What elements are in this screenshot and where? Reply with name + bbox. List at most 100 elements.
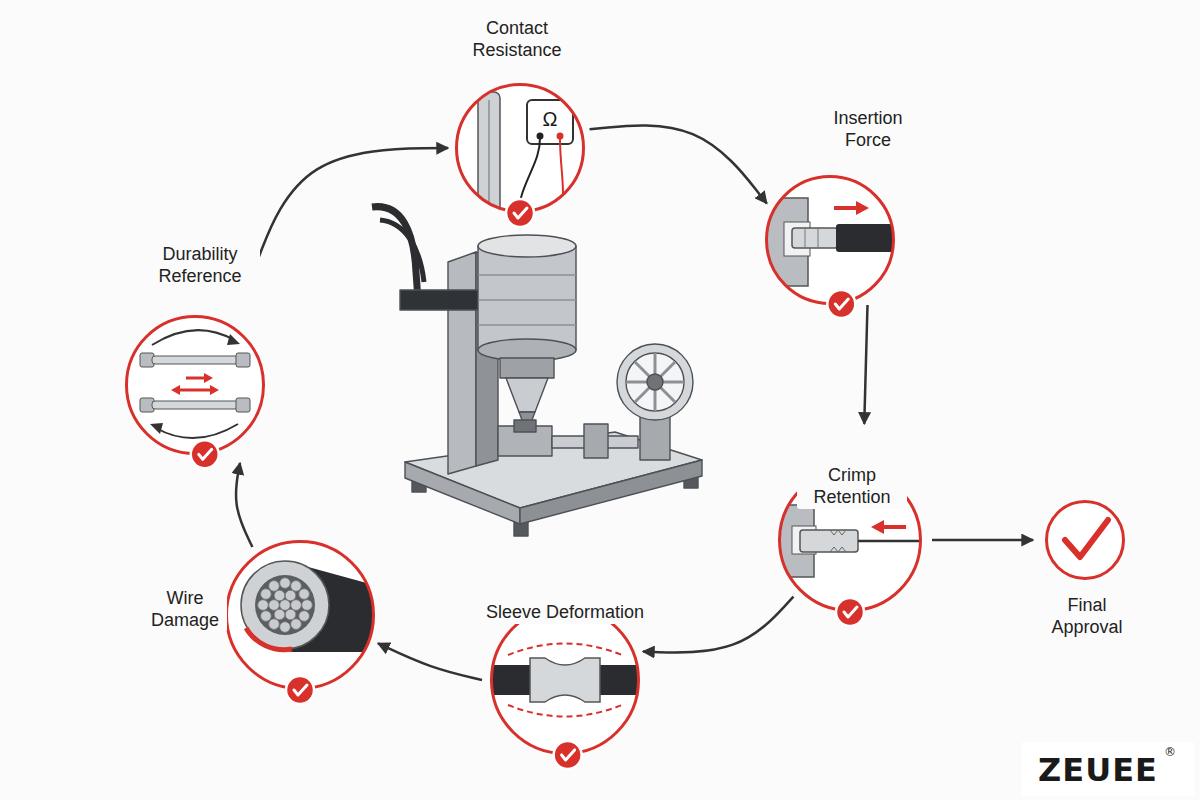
wire-section-icon bbox=[274, 590, 285, 601]
resistance-icon bbox=[488, 100, 490, 215]
test-circle: Durability Reference bbox=[125, 315, 265, 455]
test-machine bbox=[400, 290, 484, 310]
wire-section-icon bbox=[280, 578, 291, 589]
test-circle: Final Approval bbox=[1045, 500, 1125, 580]
step-heading: Sleeve Deformation bbox=[450, 602, 680, 624]
ring-outline bbox=[227, 542, 374, 689]
test-circle: Contact Resistance bbox=[455, 83, 585, 213]
durability-icon bbox=[171, 385, 180, 395]
circle-ground bbox=[125, 83, 1125, 755]
check-badge bbox=[554, 741, 582, 769]
check-badge bbox=[286, 676, 314, 704]
durability-icon bbox=[210, 385, 219, 395]
test-machine bbox=[405, 462, 520, 524]
wire-section-icon bbox=[255, 575, 315, 635]
flow-arrow bbox=[864, 305, 867, 424]
step-heading: Durability Reference bbox=[140, 244, 260, 288]
check-badge bbox=[836, 598, 864, 626]
retention-icon bbox=[871, 520, 884, 534]
ring-outline bbox=[490, 605, 640, 755]
flow-arrow bbox=[932, 539, 1033, 542]
ring-outline bbox=[225, 540, 375, 690]
resistance-icon bbox=[537, 133, 544, 140]
check-mark bbox=[844, 607, 857, 617]
test-circle: Insertion Force bbox=[765, 175, 895, 305]
durability-icon bbox=[152, 401, 238, 409]
insertion-icon bbox=[834, 206, 858, 210]
wire-section-icon bbox=[299, 611, 310, 622]
test-machine bbox=[626, 353, 684, 411]
test-circle: Crimp Retention bbox=[778, 468, 922, 612]
check-badge bbox=[286, 676, 314, 704]
check-badge bbox=[827, 290, 855, 318]
wire-section-icon bbox=[285, 590, 296, 601]
durability-icon bbox=[236, 398, 250, 412]
trademark-mark: ® bbox=[1164, 745, 1176, 759]
retention-icon bbox=[770, 505, 930, 577]
durability-icon bbox=[227, 334, 240, 345]
step-label: Insertion Force bbox=[813, 108, 923, 152]
wire-section-icon bbox=[291, 619, 302, 630]
check-badge bbox=[191, 440, 219, 468]
unit-symbol: Ω bbox=[543, 108, 558, 130]
step-heading: Final Approval bbox=[1032, 595, 1142, 639]
retention-icon bbox=[882, 525, 906, 529]
check-mark bbox=[294, 685, 307, 695]
ring-outline bbox=[457, 85, 584, 212]
wire-section-icon bbox=[241, 561, 329, 649]
insertion-icon bbox=[818, 228, 819, 248]
sleeve-icon bbox=[530, 658, 600, 702]
flow-arrow bbox=[643, 597, 793, 653]
durability-icon bbox=[150, 423, 163, 434]
step-label: Contact Resistance bbox=[457, 18, 577, 62]
unit-symbol: Ω bbox=[543, 108, 558, 131]
wire-section-icon bbox=[274, 609, 285, 620]
test-machine bbox=[626, 353, 684, 411]
wire-section-icon bbox=[241, 561, 385, 652]
flow-arrow bbox=[378, 643, 482, 680]
ring-outline bbox=[1047, 502, 1124, 579]
step-heading: Insertion Force bbox=[813, 108, 923, 152]
check-mark bbox=[199, 449, 212, 459]
step-label: Durability Reference bbox=[140, 244, 260, 288]
test-machine bbox=[478, 235, 576, 257]
check-badge bbox=[506, 199, 534, 227]
wire-section-icon bbox=[280, 600, 291, 611]
durability-icon bbox=[204, 373, 213, 383]
check-badge bbox=[554, 741, 582, 769]
ring-outline bbox=[127, 317, 264, 454]
test-machine bbox=[514, 420, 536, 432]
wire-section-icon bbox=[246, 628, 292, 650]
circle-ground bbox=[455, 83, 585, 213]
test-machine bbox=[647, 374, 663, 390]
test-machine bbox=[372, 207, 702, 536]
ring-outline bbox=[765, 175, 895, 305]
check-badge bbox=[191, 440, 219, 468]
wire-section-icon bbox=[302, 600, 313, 611]
durability-icon bbox=[236, 353, 250, 367]
check-mark bbox=[562, 750, 575, 760]
durability-icon bbox=[186, 377, 206, 380]
test-circle: Sleeve Deformation bbox=[490, 605, 640, 755]
insertion-icon bbox=[836, 224, 900, 252]
step-label: Final Approval bbox=[1032, 595, 1142, 639]
wire-section-icon bbox=[258, 600, 269, 611]
test-machine bbox=[506, 378, 548, 412]
ring-outline bbox=[767, 177, 894, 304]
step-heading: Wire Damage bbox=[143, 588, 227, 632]
circle-ground bbox=[125, 315, 265, 455]
step-label: Wire Damage bbox=[143, 588, 227, 632]
insertion-icon bbox=[760, 198, 900, 286]
sleeve-icon bbox=[508, 705, 622, 717]
wire-section-icon bbox=[261, 589, 272, 600]
trademark-mark: ® bbox=[1164, 746, 1176, 760]
approval-check bbox=[1065, 520, 1108, 557]
logo-ground bbox=[1022, 742, 1194, 796]
ring-outline bbox=[455, 83, 585, 213]
test-machine bbox=[584, 424, 608, 458]
ring-outline bbox=[492, 607, 639, 754]
test-machine bbox=[520, 460, 702, 524]
check-badge bbox=[836, 598, 864, 626]
